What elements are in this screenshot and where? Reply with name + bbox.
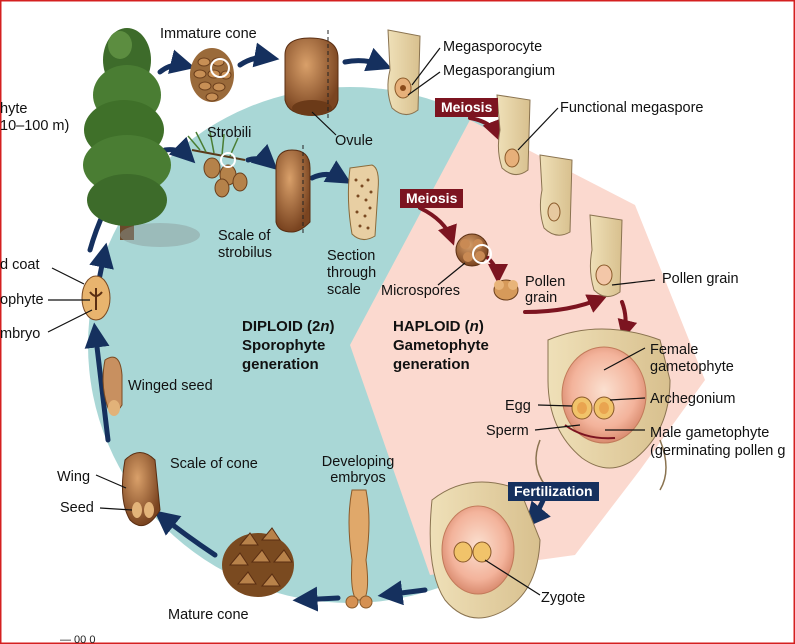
megasporocyte-label: Megasporocyte (443, 39, 543, 55)
female-gametophyte-label-1: Female (650, 342, 699, 358)
winged-seed-illustration (102, 356, 123, 416)
pine-tree-illustration (83, 28, 200, 247)
female-gametophyte-illustration (534, 328, 671, 491)
ovule-label: Ovule (335, 133, 373, 149)
diploid-title: DIPLOID (2n) (242, 318, 335, 335)
sporophyte-label-2: 10–100 m) (0, 118, 70, 134)
scale-of-strobilus-label-2: strobilus (218, 245, 272, 261)
pollen-grain-right-label: Pollen grain (662, 271, 739, 287)
developing-embryos-illustration (345, 489, 373, 609)
haploid-line2: Gametophyte (393, 337, 489, 354)
pollen-grain-illustration (493, 279, 656, 301)
developing-embryos-label-1: Developing (321, 454, 395, 470)
archegonium-label: Archegonium (650, 391, 736, 407)
developing-embryos-label-2: embryos (330, 470, 386, 486)
seed-coat-label: d coat (0, 257, 40, 273)
seed-embryo-illustration (47, 267, 111, 333)
female-gametophyte-label-2: gametophyte (650, 359, 734, 375)
pollen-grain-label-2: grain (525, 290, 558, 306)
scale-of-strobilus-label-1: Scale of (218, 228, 271, 244)
megasporangium-label: Megasporangium (443, 63, 556, 79)
diploid-line2: Sporophyte (242, 337, 326, 354)
bottom-cut-text: — 00 0 (60, 634, 96, 644)
sporophyte-label-1: hyte (0, 101, 28, 117)
seed-label: Seed (60, 500, 94, 516)
egg-label: Egg (505, 398, 531, 414)
scale-of-cone-illustration (95, 452, 161, 527)
sperm-label: Sperm (486, 423, 529, 439)
male-gametophyte-label-2: (germinating pollen g (650, 443, 786, 459)
haploid-title: HAPLOID (n) (393, 318, 484, 335)
scale-of-cone-label: Scale of cone (170, 456, 258, 472)
fertilization-badge: Fertilization (508, 482, 599, 501)
section-label-2: through (327, 265, 377, 281)
mature-cone-label: Mature cone (168, 607, 249, 623)
section-label-1: Section (327, 248, 376, 264)
zygote-illustration (429, 481, 541, 619)
mature-cone-illustration (222, 527, 294, 597)
meiosis-badge-mid: Meiosis (400, 189, 464, 208)
wing-label: Wing (57, 469, 91, 485)
male-gametophyte-label-1: Male gametophyte (650, 425, 770, 441)
meiosis-badge-top: Meiosis (435, 98, 499, 117)
pollen-grain-label-1: Pollen (525, 274, 566, 290)
gametophyte-label: ophyte (0, 292, 44, 308)
section-label-3: scale (327, 282, 361, 298)
strobili-label: Strobili (207, 125, 252, 141)
embryo-label: mbryo (0, 326, 41, 342)
strobili-illustration (187, 131, 248, 198)
functional-megaspore-label: Functional megaspore (560, 100, 704, 116)
diploid-line3: generation (242, 356, 319, 373)
scale-of-strobilus-illustration (275, 145, 311, 235)
section-through-scale-illustration (347, 164, 379, 240)
microspores-illustration (437, 233, 492, 286)
ovule-illustration (284, 30, 339, 136)
haploid-line3: generation (393, 356, 470, 373)
winged-seed-label: Winged seed (128, 378, 213, 394)
microspores-label: Microspores (381, 283, 460, 299)
zygote-label: Zygote (541, 590, 586, 606)
immature-cone-label: Immature cone (160, 26, 257, 42)
immature-cone-illustration (190, 48, 234, 102)
